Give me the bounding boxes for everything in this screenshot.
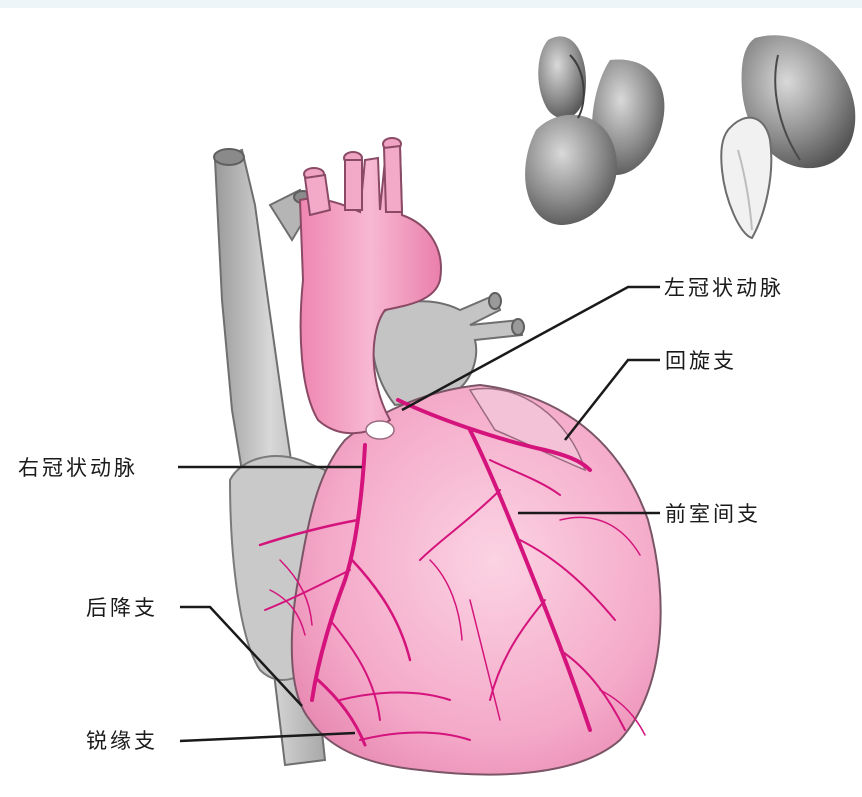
label-anterior-interventricular-branch: 前室间支: [665, 502, 761, 526]
almond-cluster-icon: [525, 36, 664, 225]
label-circumflex-branch: 回旋支: [665, 349, 737, 373]
label-marginal-branch: 锐缘支: [86, 729, 158, 753]
label-right-coronary-artery: 右冠状动脉: [18, 456, 138, 480]
almond-split-icon: [721, 35, 855, 238]
label-posterior-descending-branch: 后降支: [86, 596, 158, 620]
label-left-coronary-artery: 左冠状动脉: [664, 276, 784, 300]
top-band: [0, 0, 862, 8]
